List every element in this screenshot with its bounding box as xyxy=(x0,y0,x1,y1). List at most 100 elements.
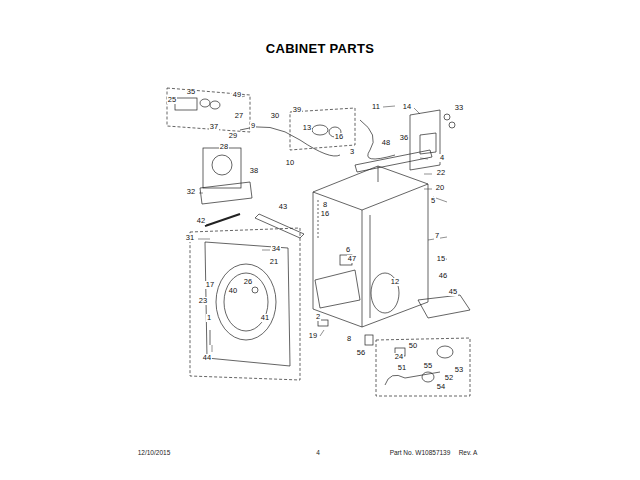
callout-number: 39 xyxy=(292,106,302,114)
connector xyxy=(444,114,450,120)
page-title: CABINET PARTS xyxy=(266,41,374,56)
callout-number: 31 xyxy=(185,234,195,242)
callout-number: 46 xyxy=(438,272,448,280)
callout-number: 36 xyxy=(399,134,409,142)
knob xyxy=(200,99,210,107)
side-panel xyxy=(370,215,371,318)
callout-number: 11 xyxy=(371,103,381,111)
callout-number: 25 xyxy=(167,96,177,104)
callout-number: 53 xyxy=(454,366,464,374)
callout-number: 43 xyxy=(278,203,288,211)
cabinet-edge xyxy=(362,210,363,327)
callout-number: 1 xyxy=(206,314,212,322)
group-frame xyxy=(290,108,355,150)
door-opening xyxy=(224,273,268,331)
callout-number: 12 xyxy=(390,278,400,286)
switch xyxy=(312,125,328,135)
footer-text: 4 xyxy=(316,449,320,456)
callout-number: 14 xyxy=(402,103,412,111)
callout-number: 8 xyxy=(322,201,328,209)
callout-number: 22 xyxy=(436,169,446,177)
callout-number: 5 xyxy=(430,197,436,205)
callout-number: 21 xyxy=(269,258,279,266)
switch xyxy=(210,330,211,345)
callout-number: 16 xyxy=(320,210,330,218)
cabinet xyxy=(313,166,428,327)
clamp xyxy=(422,372,434,382)
knob xyxy=(210,101,220,109)
front-panel xyxy=(205,242,290,366)
cabinet-edge xyxy=(378,166,379,182)
callout-number: 6 xyxy=(345,246,351,254)
callout-number: 41 xyxy=(260,314,270,322)
control-board xyxy=(410,110,440,170)
base xyxy=(315,270,360,308)
board-detail xyxy=(420,133,436,154)
callout-number: 30 xyxy=(270,112,280,120)
callout-number: 19 xyxy=(308,332,318,340)
motor-housing xyxy=(212,155,232,175)
callout-number: 47 xyxy=(347,255,357,263)
foot xyxy=(365,335,373,345)
motor-bracket xyxy=(200,182,252,204)
wire xyxy=(240,127,340,156)
vent-hood xyxy=(437,346,453,358)
callout-number: 35 xyxy=(186,88,196,96)
callout-number: 13 xyxy=(302,124,312,132)
callout-number: 10 xyxy=(285,159,295,167)
callout-number: 9 xyxy=(250,122,256,130)
callout-number: 44 xyxy=(202,354,212,362)
door-opening xyxy=(216,264,276,340)
callout-number: 23 xyxy=(198,297,208,305)
callout-number: 17 xyxy=(205,281,215,289)
group-frame xyxy=(167,88,250,132)
callout-number: 2 xyxy=(315,313,321,321)
callout-number: 42 xyxy=(196,217,206,225)
callout-number: 34 xyxy=(271,245,281,253)
callout-number: 8 xyxy=(346,335,352,343)
callout-number: 24 xyxy=(394,353,404,361)
bracket xyxy=(355,150,432,172)
callout-number: 51 xyxy=(397,364,407,372)
footer-text: Part No. W10857139 xyxy=(390,449,451,456)
group-frame xyxy=(376,338,470,396)
callout-number: 56 xyxy=(356,349,366,357)
callout-number: 28 xyxy=(219,143,229,151)
callout-number: 33 xyxy=(454,104,464,112)
cabinet-edge xyxy=(313,184,428,210)
callout-number: 54 xyxy=(436,383,446,391)
screw-line xyxy=(318,200,319,240)
callout-number: 26 xyxy=(243,278,253,286)
callout-number: 4 xyxy=(439,154,445,162)
callout-number: 20 xyxy=(435,184,445,192)
hinge xyxy=(205,214,240,226)
callout-number: 55 xyxy=(423,362,433,370)
callout-number: 27 xyxy=(234,112,244,120)
tray xyxy=(418,295,470,318)
panel-bar xyxy=(255,214,304,238)
callout-number: 29 xyxy=(228,132,238,140)
callout-number: 16 xyxy=(334,133,344,141)
callout-number: 49 xyxy=(232,91,242,99)
callout-number: 50 xyxy=(408,342,418,350)
callout-number: 37 xyxy=(209,123,219,131)
callout-number: 45 xyxy=(448,288,458,296)
callout-number: 3 xyxy=(349,148,355,156)
footer-text: 12/10/2015 xyxy=(138,449,171,456)
callout-number: 15 xyxy=(436,255,446,263)
callout-number: 40 xyxy=(228,287,238,295)
connector xyxy=(449,122,455,128)
callout-number: 38 xyxy=(249,167,259,175)
exhaust-duct xyxy=(385,372,440,385)
callout-number: 48 xyxy=(381,139,391,147)
callout-number: 52 xyxy=(444,374,454,382)
callout-number: 7 xyxy=(434,232,440,240)
console-part xyxy=(175,98,197,110)
callout-number: 32 xyxy=(186,188,196,196)
latch xyxy=(252,287,258,293)
power-cord xyxy=(360,120,395,159)
leader-lines xyxy=(198,96,447,352)
group-frame xyxy=(190,228,300,380)
drive-motor xyxy=(203,148,241,188)
